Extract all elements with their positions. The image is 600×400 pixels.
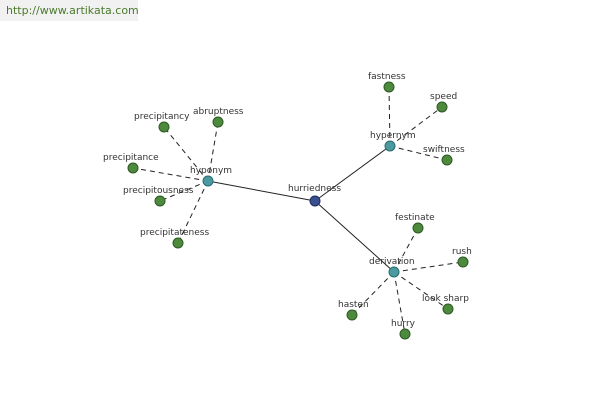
label-festinate: festinate — [395, 213, 435, 223]
label-fastness: fastness — [368, 72, 406, 82]
node-rush[interactable] — [457, 256, 469, 268]
node-hyponym[interactable] — [202, 175, 214, 187]
node-fastness[interactable] — [383, 81, 395, 93]
node-precipitousness[interactable] — [154, 195, 166, 207]
edge-root-derivation — [314, 200, 395, 273]
edge-derivation-look-sharp — [393, 271, 449, 310]
node-precipitance[interactable] — [127, 162, 139, 174]
node-hypernym[interactable] — [384, 140, 396, 152]
graph-nodes — [127, 81, 469, 340]
label-precipitateness: precipitateness — [140, 228, 209, 238]
edge-derivation-rush — [393, 261, 464, 273]
node-look-sharp[interactable] — [442, 303, 454, 315]
node-hurriedness[interactable] — [309, 195, 321, 207]
label-swiftness: swiftness — [423, 145, 465, 155]
label-derivation: derivation — [369, 257, 415, 267]
edge-hyponym-abruptness — [207, 121, 219, 182]
edge-derivation-hurry — [393, 271, 406, 335]
label-precipitance: precipitance — [103, 153, 159, 163]
label-precipitancy: precipitancy — [134, 112, 190, 122]
label-look-sharp: look sharp — [422, 294, 469, 304]
watermark-url[interactable]: http://www.artikata.com — [0, 0, 139, 21]
node-derivation[interactable] — [388, 266, 400, 278]
edge-root-hyponym — [207, 180, 316, 202]
label-abruptness: abruptness — [193, 107, 244, 117]
edge-root-hypernym — [314, 145, 391, 202]
graph-edges — [132, 86, 464, 335]
label-precipitousness: precipitousness — [123, 186, 194, 196]
node-hasten[interactable] — [346, 309, 358, 321]
edge-hypernym-speed — [389, 106, 443, 147]
edge-derivation-hasten — [351, 271, 395, 316]
edge-hyponym-precipitancy — [163, 126, 209, 182]
edge-hyponym-precipitance — [132, 167, 209, 182]
node-speed[interactable] — [436, 101, 448, 113]
label-hurry: hurry — [391, 319, 416, 329]
node-hurry[interactable] — [399, 328, 411, 340]
node-precipitateness[interactable] — [172, 237, 184, 249]
label-speed: speed — [430, 92, 457, 102]
edge-hypernym-swiftness — [389, 145, 448, 161]
label-hypernym: hypernym — [370, 131, 416, 141]
label-rush: rush — [452, 247, 472, 257]
label-hasten: hasten — [338, 300, 369, 310]
label-hurriedness: hurriedness — [288, 184, 341, 194]
node-precipitancy[interactable] — [158, 121, 170, 133]
label-hyponym: hyponym — [190, 166, 232, 176]
node-abruptness[interactable] — [212, 116, 224, 128]
node-festinate[interactable] — [412, 222, 424, 234]
edge-hyponym-precipitateness — [177, 180, 209, 244]
edge-hypernym-fastness — [388, 86, 391, 147]
node-swiftness[interactable] — [441, 154, 453, 166]
